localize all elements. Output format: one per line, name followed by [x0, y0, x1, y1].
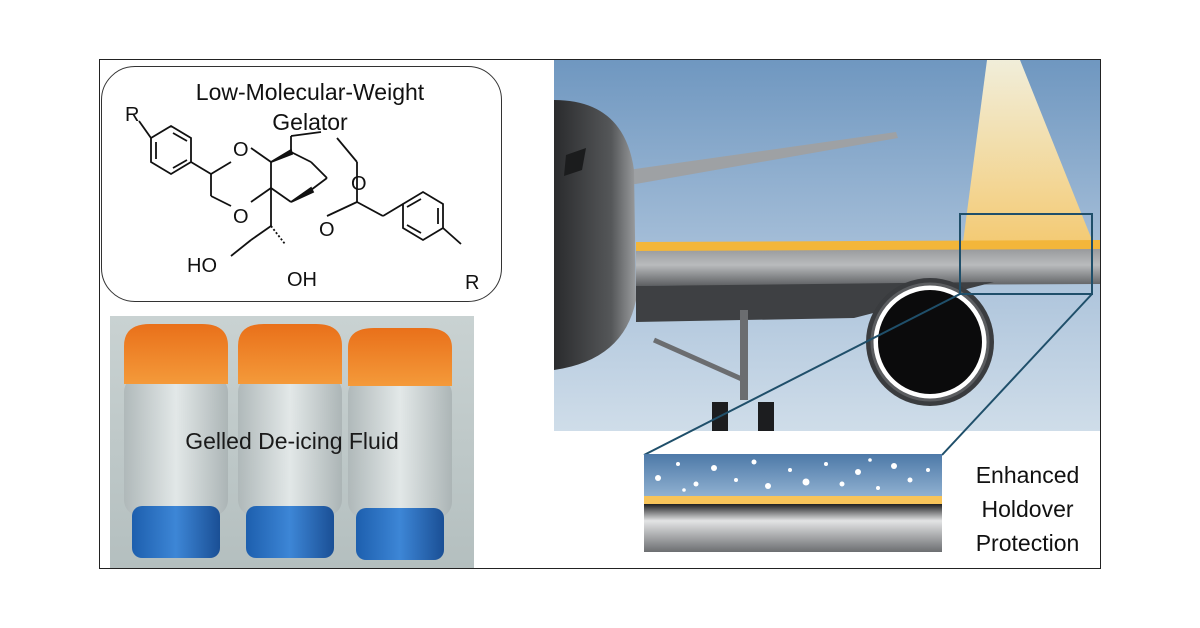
inset-label-line1: Enhanced — [975, 462, 1080, 488]
atom-o2: O — [351, 173, 367, 195]
inset-label-line3: Protection — [975, 530, 1080, 556]
inset-label-line2: Holdover — [981, 496, 1074, 522]
structure-title-line1: Low-Molecular-Weight — [195, 79, 425, 105]
structure-title: Low-Molecular-Weight Gelator — [150, 77, 470, 137]
atom-r-bottom: R — [465, 272, 479, 294]
wheel-right — [758, 402, 774, 431]
wing-gel-layer — [636, 240, 1100, 251]
vials-photo — [110, 316, 474, 568]
fuselage — [554, 100, 636, 370]
vial-1 — [124, 324, 228, 558]
wedge-bond-1 — [270, 148, 294, 163]
light-beam — [962, 60, 1096, 250]
atom-oh: OH — [287, 269, 317, 291]
atom-ho: HO — [187, 255, 217, 277]
inset-gel-layer — [644, 496, 942, 504]
structure-panel — [101, 66, 502, 302]
inset-label: Enhanced Holdover Protection — [955, 458, 1100, 560]
left-benzene-ring — [150, 124, 192, 176]
atom-r-top: R — [125, 104, 139, 126]
engine-intake — [878, 290, 982, 394]
right-benzene-ring — [402, 190, 444, 242]
atom-o4: O — [319, 219, 335, 241]
near-wing — [636, 244, 1100, 286]
atom-o1: O — [233, 139, 249, 161]
wing-surface-inset — [644, 454, 942, 552]
atom-o3: O — [233, 206, 249, 228]
aircraft-illustration — [554, 60, 1100, 431]
wedge-bond-2 — [290, 186, 315, 203]
snowflakes — [655, 458, 930, 492]
cockpit-window — [564, 148, 586, 176]
structure-title-line2: Gelator — [272, 109, 348, 135]
vial-2 — [238, 324, 342, 558]
vial-3 — [348, 328, 452, 560]
far-wing — [614, 132, 898, 186]
inset-wing-surface — [644, 504, 942, 552]
molecule-bonds — [138, 120, 462, 257]
gelator-molecule-drawing: R O O O O HO OH R — [125, 104, 479, 294]
photo-label: Gelled De-icing Fluid — [185, 428, 399, 454]
wheel-left — [712, 402, 728, 431]
inset-snow-layer — [644, 454, 942, 496]
